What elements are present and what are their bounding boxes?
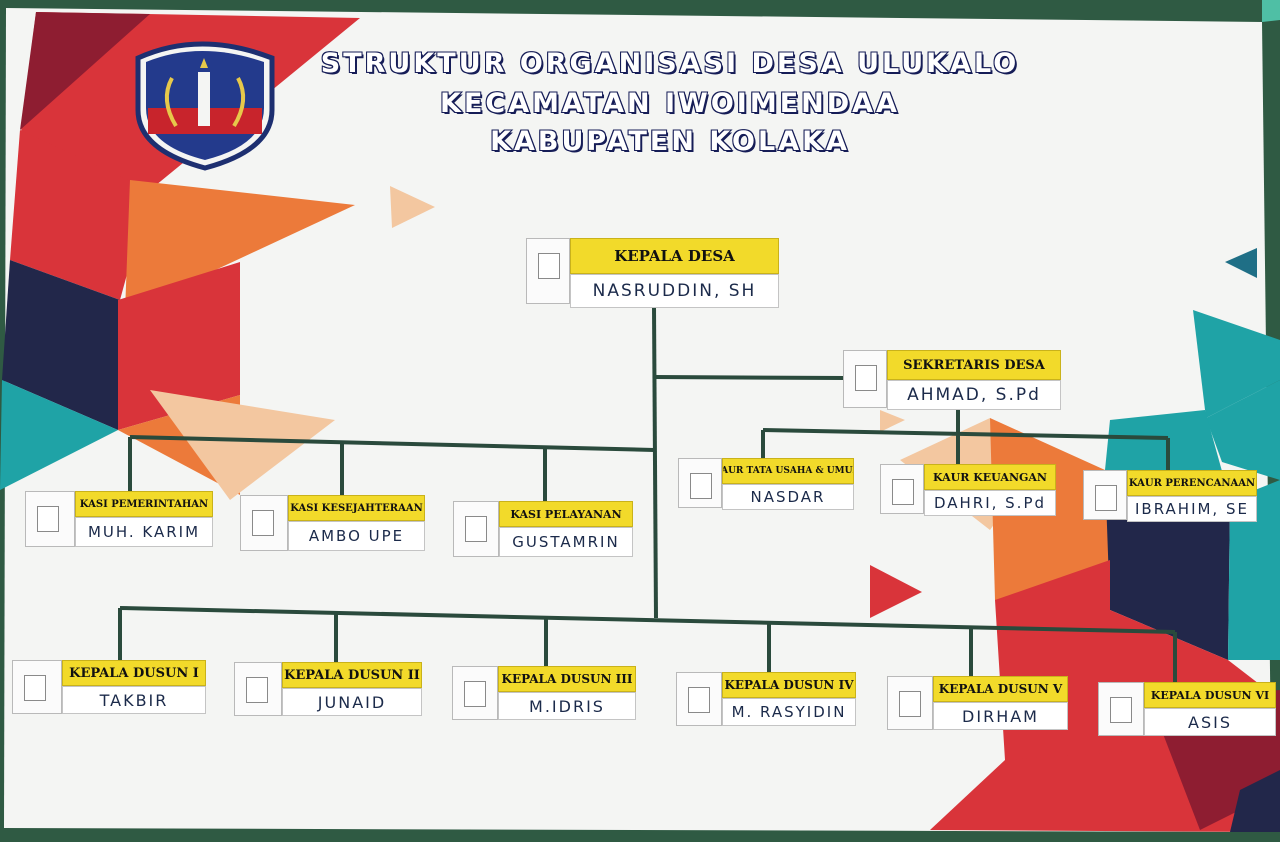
position-title: KEPALA DUSUN I (62, 660, 206, 686)
kasi-kesejahteraan-box: KASI KESEJAHTERAAN AMBO UPE (240, 495, 425, 551)
position-title: SEKRETARIS DESA (887, 350, 1061, 380)
sekretaris-desa-box: SEKRETARIS DESA AHMAD, S.Pd (843, 350, 1061, 410)
photo-placeholder (240, 495, 288, 551)
person-name: MUH. KARIM (75, 517, 213, 547)
position-title: KAUR KEUANGAN (924, 464, 1056, 490)
person-name: M.IDRIS (498, 692, 636, 720)
position-title: KAUR TATA USAHA & UMUM (722, 458, 854, 484)
photo-placeholder (887, 676, 933, 730)
title-line-1: STRUKTUR ORGANISASI DESA ULUKALO (320, 47, 1020, 80)
photo-placeholder (234, 662, 282, 716)
position-title: KEPALA DUSUN V (933, 676, 1068, 702)
kepala-dusun-1-box: KEPALA DUSUN I TAKBIR (12, 660, 206, 714)
person-name: M. RASYIDIN (722, 698, 856, 726)
position-title: KAUR PERENCANAAN (1127, 470, 1257, 496)
person-name: DIRHAM (933, 702, 1068, 730)
position-title: KEPALA DUSUN IV (722, 672, 856, 698)
position-title: KASI PEMERINTAHAN (75, 491, 213, 517)
person-name: IBRAHIM, SE (1127, 496, 1257, 522)
title-line-2: KECAMATAN IWOIMENDAA (439, 87, 900, 120)
photo-placeholder (453, 501, 499, 557)
person-name: GUSTAMRIN (499, 527, 633, 557)
photo-placeholder (25, 491, 75, 547)
position-title: KASI PELAYANAN (499, 501, 633, 527)
kepala-dusun-3-box: KEPALA DUSUN III M.IDRIS (452, 666, 636, 720)
photo-placeholder (843, 350, 887, 408)
person-name: TAKBIR (62, 686, 206, 714)
person-name: NASDAR (722, 484, 854, 510)
kasi-pemerintahan-box: KASI PEMERINTAHAN MUH. KARIM (25, 491, 213, 547)
person-name: JUNAID (282, 688, 422, 716)
photo-placeholder (880, 464, 924, 514)
kepala-dusun-6-box: KEPALA DUSUN VI ASIS (1098, 682, 1276, 736)
kaur-tata-usaha-box: KAUR TATA USAHA & UMUM NASDAR (678, 458, 854, 510)
kepala-dusun-4-box: KEPALA DUSUN IV M. RASYIDIN (676, 672, 856, 726)
regency-emblem-icon (135, 41, 275, 171)
photo-placeholder (526, 238, 570, 304)
kasi-pelayanan-box: KASI PELAYANAN GUSTAMRIN (453, 501, 633, 557)
photo-placeholder (1098, 682, 1144, 736)
person-name: DAHRI, S.Pd (924, 490, 1056, 516)
kepala-dusun-5-box: KEPALA DUSUN V DIRHAM (887, 676, 1068, 730)
photo-placeholder (12, 660, 62, 714)
kepala-desa-box: KEPALA DESA NASRUDDIN, SH (526, 238, 779, 308)
kepala-dusun-2-box: KEPALA DUSUN II JUNAID (234, 662, 422, 716)
position-title: KEPALA DESA (570, 238, 779, 274)
kaur-perencanaan-box: KAUR PERENCANAAN IBRAHIM, SE (1083, 470, 1257, 522)
position-title: KEPALA DUSUN III (498, 666, 636, 692)
person-name: ASIS (1144, 708, 1276, 736)
position-title: KEPALA DUSUN VI (1144, 682, 1276, 708)
position-title: KASI KESEJAHTERAAN (288, 495, 425, 521)
photo-placeholder (452, 666, 498, 720)
title-line-3: KABUPATEN KOLAKA (489, 125, 850, 158)
photo-placeholder (676, 672, 722, 726)
person-name: NASRUDDIN, SH (570, 274, 779, 308)
person-name: AMBO UPE (288, 521, 425, 551)
photo-placeholder (1083, 470, 1127, 520)
position-title: KEPALA DUSUN II (282, 662, 422, 688)
photo-placeholder (678, 458, 722, 508)
person-name: AHMAD, S.Pd (887, 380, 1061, 410)
kaur-keuangan-box: KAUR KEUANGAN DAHRI, S.Pd (880, 464, 1056, 516)
